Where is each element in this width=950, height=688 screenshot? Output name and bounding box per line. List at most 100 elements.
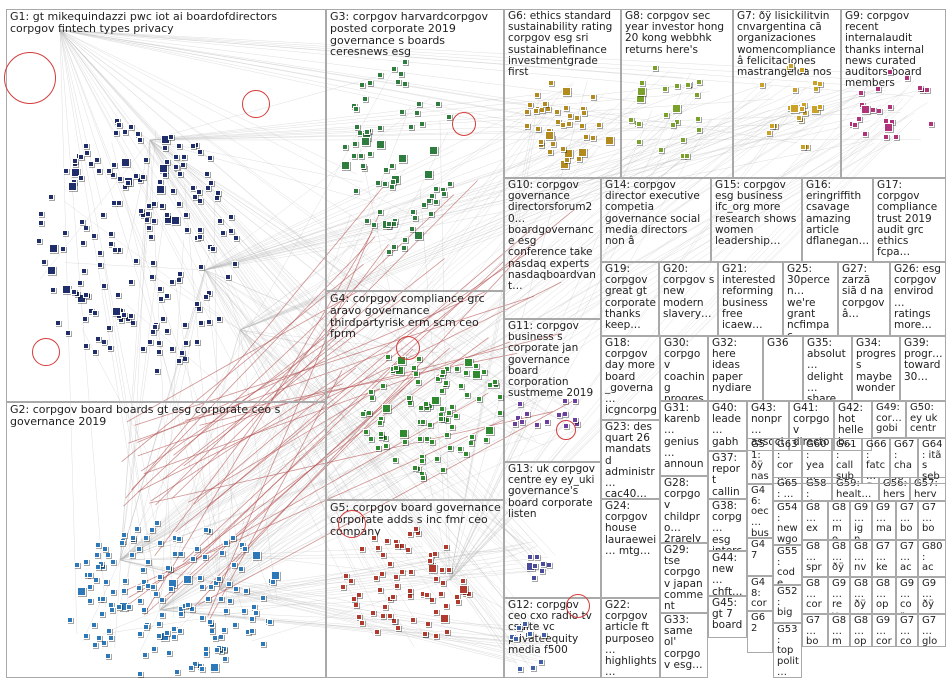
node-g1[interactable] xyxy=(227,213,234,220)
node-g2[interactable] xyxy=(164,564,171,571)
node-g12[interactable] xyxy=(540,632,547,639)
node-g4[interactable] xyxy=(360,411,367,417)
group-panel-g4[interactable]: G4: corpgov compliance grc aravo governa… xyxy=(326,291,504,500)
node-g1[interactable] xyxy=(136,137,143,144)
group-panel-g35[interactable]: G35: absolut… delight… share… xyxy=(803,336,852,401)
node-g1[interactable] xyxy=(144,217,151,224)
group-panel-g28[interactable]: G28: corpgov childpro… 2rarely nfp… xyxy=(660,476,708,543)
node-g8[interactable] xyxy=(684,152,691,159)
group-panel-g31[interactable]: G31: karenb… genius… announ… antl… xyxy=(660,401,708,476)
node-g1[interactable] xyxy=(133,257,139,264)
node-g8[interactable] xyxy=(663,111,670,118)
node-g1[interactable] xyxy=(122,128,129,135)
node-g5[interactable] xyxy=(442,544,449,550)
group-panel-g51[interactable]: G51: ðÿ nas… xyxy=(747,438,773,484)
node-g1[interactable] xyxy=(178,349,185,356)
node-g4[interactable] xyxy=(367,436,374,443)
node-g2[interactable] xyxy=(198,615,205,622)
node-g1[interactable] xyxy=(167,134,174,141)
node-g1[interactable] xyxy=(205,184,212,191)
node-g4[interactable] xyxy=(458,382,464,389)
node-g9[interactable] xyxy=(855,116,862,123)
group-panel-g14[interactable]: G14: corpgov director executive competia… xyxy=(601,178,711,262)
node-g9[interactable] xyxy=(927,120,934,127)
node-g1[interactable] xyxy=(168,346,175,353)
node-g1[interactable] xyxy=(90,233,97,240)
node-g1[interactable] xyxy=(227,227,234,234)
node-g2[interactable] xyxy=(177,550,184,557)
group-panel-g16[interactable]: G16: eringriffith csavage amazing articl… xyxy=(802,178,873,262)
node-g1[interactable] xyxy=(70,288,77,295)
node-g5[interactable] xyxy=(375,544,382,551)
group-panel-g60[interactable]: G60: yea… foll… xyxy=(802,438,832,484)
group-panel-g63[interactable]: G63: cor… sel… xyxy=(773,438,802,484)
node-g1[interactable] xyxy=(137,208,144,215)
node-g2[interactable] xyxy=(154,520,161,527)
group-panel-g46[interactable]: G46: oec… busi… xyxy=(747,484,773,538)
node-g1[interactable] xyxy=(214,194,221,201)
node-g1[interactable] xyxy=(163,211,170,218)
node-g4[interactable] xyxy=(443,365,450,372)
node-g1[interactable] xyxy=(78,219,85,226)
node-g2[interactable] xyxy=(136,546,143,553)
node-g4[interactable] xyxy=(443,380,449,387)
node-g13[interactable] xyxy=(539,561,546,568)
node-g1[interactable] xyxy=(77,154,84,161)
group-panel-g17[interactable]: G17: corpgov compliance trust 2019 audit… xyxy=(873,178,946,262)
node-g1[interactable] xyxy=(70,167,80,177)
group-panel-g37[interactable]: G37: report calling corpo… xyxy=(708,451,747,499)
node-g2[interactable] xyxy=(226,580,232,587)
node-g1[interactable] xyxy=(163,328,170,335)
node-g1[interactable] xyxy=(206,289,213,296)
node-g2[interactable] xyxy=(121,587,128,594)
node-g12[interactable] xyxy=(538,658,545,665)
node-g1[interactable] xyxy=(115,199,122,206)
node-g1[interactable] xyxy=(95,335,102,342)
node-g2[interactable] xyxy=(136,598,143,605)
node-g5[interactable] xyxy=(423,591,430,598)
node-g2[interactable] xyxy=(141,606,147,613)
node-g8[interactable] xyxy=(674,118,681,125)
node-g4[interactable] xyxy=(405,395,412,402)
node-g5[interactable] xyxy=(389,594,396,601)
node-g9[interactable] xyxy=(875,107,882,114)
node-g7[interactable] xyxy=(758,81,765,88)
node-g7[interactable] xyxy=(788,63,794,70)
node-g5[interactable] xyxy=(421,631,428,638)
node-g4[interactable] xyxy=(496,409,503,416)
node-g2[interactable] xyxy=(129,534,136,541)
node-g8[interactable] xyxy=(638,79,645,86)
node-g2[interactable] xyxy=(202,651,209,658)
node-g3[interactable] xyxy=(398,154,408,164)
node-g5[interactable] xyxy=(439,566,446,573)
node-g5[interactable] xyxy=(380,613,387,620)
node-g1[interactable] xyxy=(183,226,190,233)
node-g1[interactable] xyxy=(232,261,239,268)
node-g3[interactable] xyxy=(363,128,370,135)
group-panel-g64[interactable]: G64: itã s seb… xyxy=(918,438,946,484)
node-g5[interactable] xyxy=(381,603,388,610)
node-g2[interactable] xyxy=(151,645,158,652)
node-g2[interactable] xyxy=(248,627,255,634)
node-g9[interactable] xyxy=(862,131,869,138)
node-g6[interactable] xyxy=(549,141,556,148)
node-g1[interactable] xyxy=(206,154,213,161)
node-g5[interactable] xyxy=(355,592,362,599)
node-g2[interactable] xyxy=(219,549,226,556)
node-g3[interactable] xyxy=(353,124,360,131)
node-g7[interactable] xyxy=(813,85,820,92)
node-g2[interactable] xyxy=(109,588,116,595)
group-panel-g12[interactable]: G12: corpgov ceo cxo radio tv csuite vc … xyxy=(504,598,601,678)
node-g5[interactable] xyxy=(409,617,416,624)
node-g5[interactable] xyxy=(407,569,414,576)
node-g4[interactable] xyxy=(419,458,426,465)
node-g2[interactable] xyxy=(93,577,100,583)
node-g3[interactable] xyxy=(375,180,382,187)
node-g2[interactable] xyxy=(217,634,224,641)
node-g11[interactable] xyxy=(555,411,562,418)
node-g3[interactable] xyxy=(350,152,357,159)
node-g2[interactable] xyxy=(233,585,240,592)
group-panel-g61[interactable]: G61: call sub… xyxy=(832,438,862,484)
node-g2[interactable] xyxy=(103,578,110,585)
node-g3[interactable] xyxy=(409,209,416,216)
